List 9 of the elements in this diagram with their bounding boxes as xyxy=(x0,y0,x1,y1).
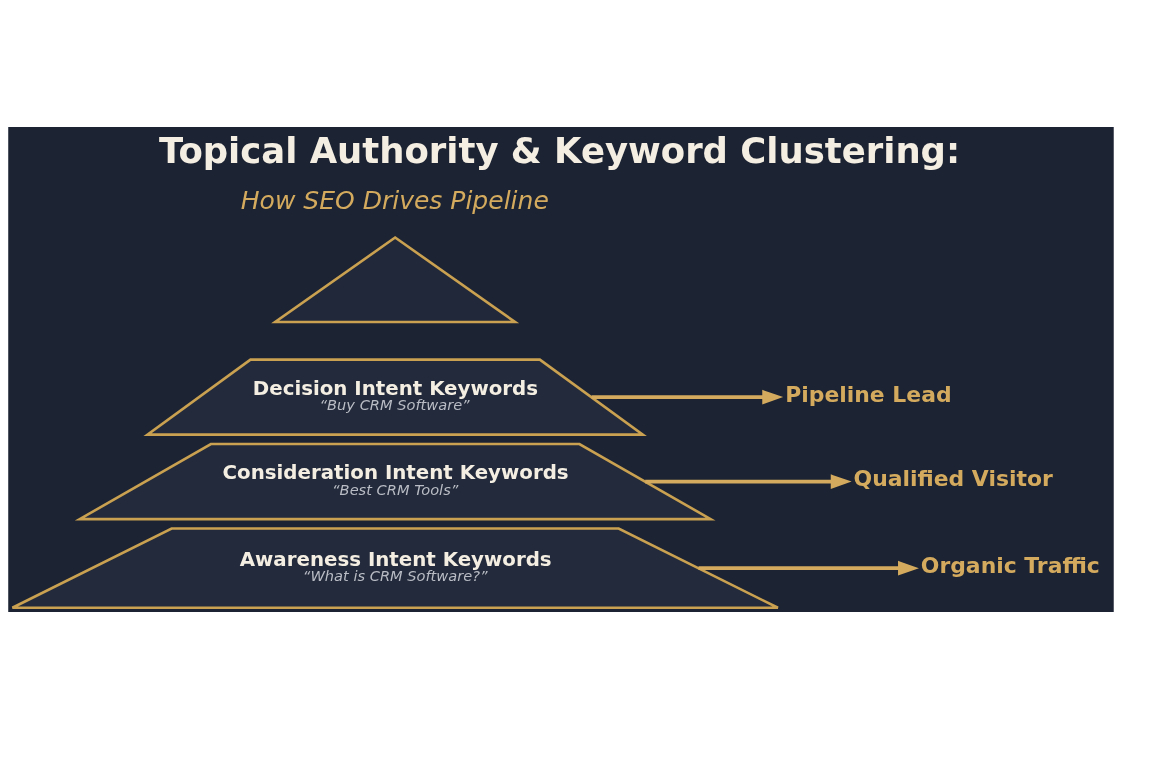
label: How SEO Drives Pipeline xyxy=(240,185,549,215)
node-triangle xyxy=(271,235,520,323)
arrow xyxy=(645,473,852,489)
node-text: Qualified Visitor xyxy=(853,465,1053,491)
arrow xyxy=(698,560,919,575)
arrow xyxy=(591,389,784,404)
node-text: Pipeline Lead xyxy=(785,381,952,407)
diagram-title: Topical Authority & Keyword Clustering: xyxy=(158,129,961,171)
node-text: Organic Traffic xyxy=(920,552,1100,578)
